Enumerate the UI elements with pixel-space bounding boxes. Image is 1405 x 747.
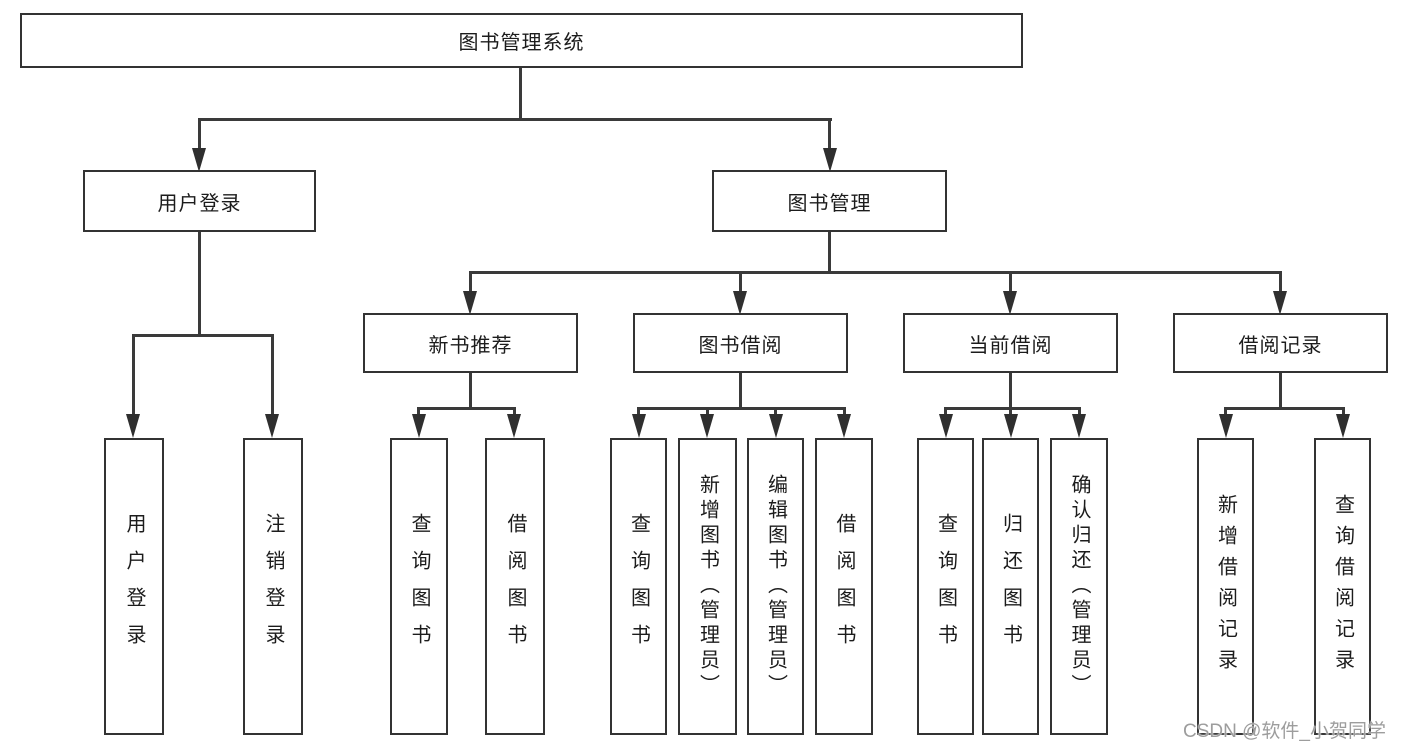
connector-newbook-leaves-bar (417, 407, 516, 410)
leaf-logout-label: 注销登录 (262, 512, 284, 661)
connector-drop-leaf-record-add (1224, 407, 1227, 416)
arrowhead-icon (463, 291, 477, 315)
connector-drop-leaf-borrow-add (706, 407, 709, 416)
connector-record-leaves-bar (1224, 407, 1345, 410)
connector-drop-current-borrow (1009, 271, 1012, 293)
connector-drop-leaf-record-query (1342, 407, 1345, 416)
leaf-user-login: 用户登录 (104, 438, 164, 735)
connector-user-login-stem (198, 232, 201, 337)
node-root-label: 图书管理系统 (458, 32, 585, 54)
node-new-book-recommend-label: 新书推荐 (428, 334, 513, 357)
arrowhead-icon (823, 148, 837, 172)
leaf-borrow-query-label: 查询图书 (627, 512, 650, 661)
arrowhead-icon (1219, 414, 1233, 438)
connector-drop-leaf-newbook-query (417, 407, 420, 416)
leaf-borrow-borrow: 借阅图书 (815, 438, 873, 735)
leaf-newbook-borrow-label: 借阅图书 (504, 512, 526, 661)
leaf-current-return: 归还图书 (982, 438, 1039, 735)
arrowhead-icon (412, 414, 426, 438)
arrowhead-icon (700, 414, 714, 438)
leaf-current-query: 查询图书 (917, 438, 974, 735)
arrowhead-icon (1003, 291, 1017, 315)
leaf-newbook-borrow: 借阅图书 (485, 438, 545, 735)
leaf-borrow-add-admin-label: 新增图书（管理员） (696, 474, 719, 699)
leaf-borrow-query: 查询图书 (610, 438, 667, 735)
connector-book-management-stem (828, 232, 831, 274)
node-root: 图书管理系统 (20, 13, 1023, 68)
arrowhead-icon (632, 414, 646, 438)
csdn-watermark: CSDN @软件_小贺同学 (1183, 721, 1386, 742)
node-new-book-recommend: 新书推荐 (363, 313, 578, 373)
arrowhead-icon (837, 414, 851, 438)
arrowhead-icon (126, 414, 140, 438)
leaf-newbook-query: 查询图书 (390, 438, 448, 735)
connector-drop-leaf-current-query (944, 407, 947, 416)
arrowhead-icon (507, 414, 521, 438)
arrowhead-icon (733, 291, 747, 315)
connector-drop-leaf-logout (271, 334, 274, 416)
leaf-current-confirm-admin-label: 确认归还（管理员） (1068, 474, 1090, 699)
leaf-borrow-edit-admin: 编辑图书（管理员） (747, 438, 804, 735)
node-borrow-record: 借阅记录 (1173, 313, 1388, 373)
connector-drop-book-borrow (739, 271, 742, 293)
connector-borrow-leaves-bar (637, 407, 846, 410)
connector-current-borrow-stem (1009, 373, 1012, 410)
node-current-borrow-label: 当前借阅 (968, 334, 1053, 357)
connector-level2-bar (198, 118, 832, 121)
connector-drop-leaf-current-confirm (1078, 407, 1081, 416)
node-user-login: 用户登录 (83, 170, 316, 232)
connector-level3-bar (469, 271, 1282, 274)
connector-new-book-recommend-stem (469, 373, 472, 410)
leaf-current-return-label: 归还图书 (999, 512, 1022, 661)
leaf-record-query-label: 查询借阅记录 (1331, 493, 1354, 680)
node-book-management-label: 图书管理 (787, 192, 872, 215)
arrowhead-icon (1004, 414, 1018, 438)
connector-drop-user-login (198, 118, 201, 150)
connector-drop-leaf-borrow-query (637, 407, 640, 416)
connector-borrow-record-stem (1279, 373, 1282, 410)
leaf-borrow-edit-admin-label: 编辑图书（管理员） (764, 474, 787, 699)
connector-drop-leaf-newbook-borrow (513, 407, 516, 416)
node-book-borrow-label: 图书借阅 (698, 334, 783, 357)
node-borrow-record-label: 借阅记录 (1238, 334, 1323, 357)
arrowhead-icon (769, 414, 783, 438)
node-user-login-label: 用户登录 (157, 192, 242, 215)
connector-drop-leaf-borrow-edit (774, 407, 777, 416)
leaf-record-query: 查询借阅记录 (1314, 438, 1371, 735)
leaf-user-login-label: 用户登录 (123, 512, 145, 661)
leaf-current-confirm-admin: 确认归还（管理员） (1050, 438, 1108, 735)
connector-root-stem (519, 68, 522, 121)
arrowhead-icon (1273, 291, 1287, 315)
arrowhead-icon (1072, 414, 1086, 438)
leaf-newbook-query-label: 查询图书 (408, 512, 430, 661)
arrowhead-icon (265, 414, 279, 438)
leaf-record-add-label: 新增借阅记录 (1214, 493, 1237, 680)
node-book-management: 图书管理 (712, 170, 947, 232)
node-current-borrow: 当前借阅 (903, 313, 1118, 373)
leaf-borrow-add-admin: 新增图书（管理员） (678, 438, 737, 735)
connector-drop-new-book-recommend (469, 271, 472, 293)
leaf-logout: 注销登录 (243, 438, 303, 735)
connector-drop-book-management (828, 118, 831, 150)
arrowhead-icon (939, 414, 953, 438)
connector-user-leaves-bar (132, 334, 274, 337)
leaf-record-add: 新增借阅记录 (1197, 438, 1254, 735)
arrowhead-icon (192, 148, 206, 172)
connector-drop-leaf-current-return (1009, 407, 1012, 416)
connector-book-borrow-stem (739, 373, 742, 410)
node-book-borrow: 图书借阅 (633, 313, 848, 373)
arrowhead-icon (1336, 414, 1350, 438)
connector-drop-leaf-borrow-borrow (843, 407, 846, 416)
leaf-borrow-borrow-label: 借阅图书 (833, 512, 855, 661)
connector-drop-leaf-user-login (132, 334, 135, 416)
connector-drop-borrow-record (1279, 271, 1282, 293)
connector-current-leaves-bar (944, 407, 1081, 410)
leaf-current-query-label: 查询图书 (934, 512, 957, 661)
